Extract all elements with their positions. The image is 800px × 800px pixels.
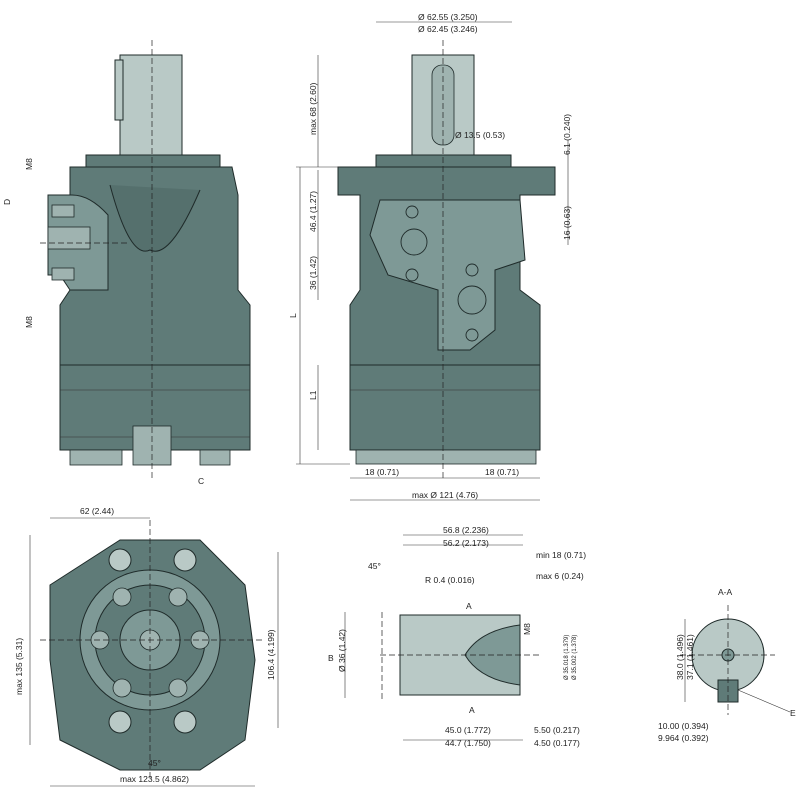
label-m8-top: M8 xyxy=(24,158,34,170)
label-left18: 18 (0.71) xyxy=(365,467,399,477)
label-l568: 56.8 (2.236) xyxy=(443,525,489,535)
label-max68: max 68 (2.60) xyxy=(308,82,318,135)
label-max135: max 135 (5.31) xyxy=(14,638,24,695)
label-section: A-A xyxy=(718,587,733,597)
label-l562: 56.2 (2.173) xyxy=(443,538,489,548)
label-m8-bot: M8 xyxy=(24,316,34,328)
label-d36: Ø 36 (1.42) xyxy=(337,629,347,672)
label-l464: 46.4 (1.27) xyxy=(308,191,318,232)
label-l450: 45.0 (1.772) xyxy=(445,725,491,735)
shaft-detail xyxy=(344,534,540,741)
label-l447: 44.7 (1.750) xyxy=(445,738,491,748)
label-r04: R 0.4 (0.016) xyxy=(425,575,475,585)
label-l550: 5.50 (0.217) xyxy=(534,725,580,735)
section-a-a xyxy=(680,605,791,715)
label-l36: 36 (1.42) xyxy=(308,256,318,290)
label-max121: max Ø 121 (4.76) xyxy=(412,490,478,500)
motor-front-view xyxy=(40,40,251,480)
label-E: E xyxy=(790,708,796,718)
label-m8-shaft: M8 xyxy=(522,623,532,635)
label-h1064: 106.4 (4.199) xyxy=(266,629,276,680)
motor-side-view xyxy=(296,21,569,501)
label-h371: 37.1 (1.461) xyxy=(685,634,695,680)
label-B: B xyxy=(328,653,334,663)
label-L: L xyxy=(288,313,298,318)
label-w1000: 10.00 (0.394) xyxy=(658,721,709,731)
label-l16: 16 (0.63) xyxy=(562,206,572,240)
label-w9964: 9.964 (0.392) xyxy=(658,733,709,743)
label-D: D xyxy=(2,199,12,205)
label-h380: 38.0 (1.496) xyxy=(675,634,685,680)
label-right18: 18 (0.71) xyxy=(485,467,519,477)
label-C: C xyxy=(198,476,204,486)
label-d35b: Ø 35.002 (1.378) xyxy=(572,635,578,680)
label-max6: max 6 (0.24) xyxy=(536,571,584,581)
label-d35a: Ø 35.018 (1.379) xyxy=(564,635,570,680)
label-A-bot: A xyxy=(469,705,475,715)
label-l61: 6.1 (0.240) xyxy=(562,114,572,155)
label-L1: L1 xyxy=(308,390,318,400)
motor-flange-view xyxy=(29,517,279,787)
label-l450b: 4.50 (0.177) xyxy=(534,738,580,748)
label-deg45-front: 45° xyxy=(148,758,161,768)
label-d-outer-min: Ø 62.45 (3.246) xyxy=(418,24,478,34)
label-d13: Ø 13.5 (0.53) xyxy=(455,130,505,140)
label-deg45-shaft: 45° xyxy=(368,561,381,571)
label-A-top: A xyxy=(466,601,472,611)
label-max1235: max 123.5 (4.862) xyxy=(120,774,189,784)
label-d-outer-max: Ø 62.55 (3.250) xyxy=(418,12,478,22)
label-min18: min 18 (0.71) xyxy=(536,550,586,560)
label-w62: 62 (2.44) xyxy=(80,506,114,516)
